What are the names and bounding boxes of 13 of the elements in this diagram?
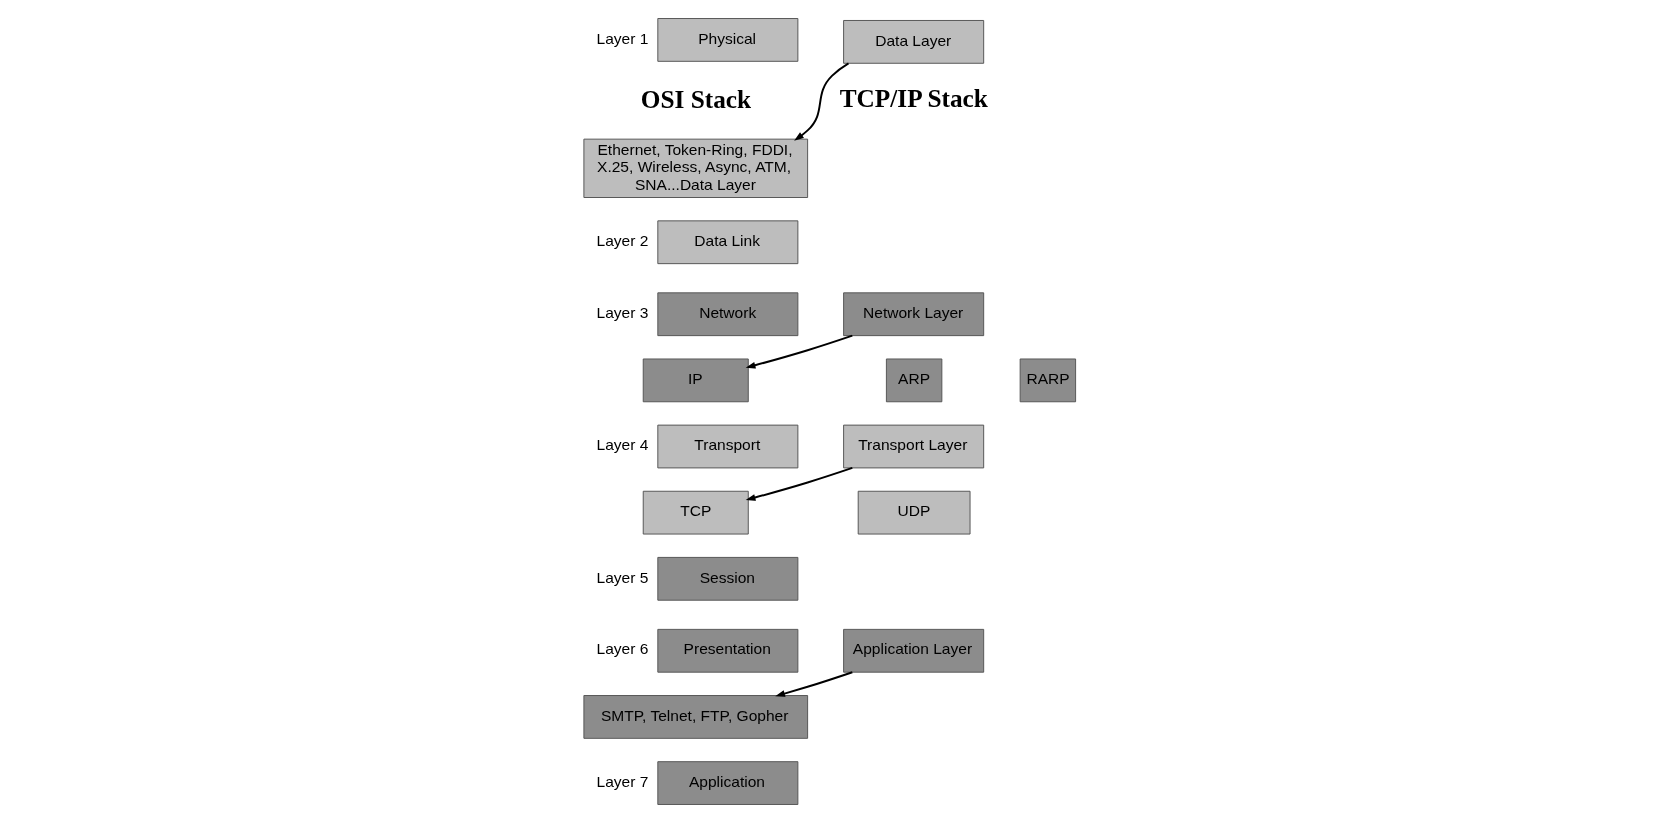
node-label: Layer 3 (596, 303, 648, 321)
arrow (774, 671, 853, 697)
label: OSI Stack (640, 85, 751, 114)
arrow (745, 466, 853, 501)
node-label: Layer 1 (596, 29, 648, 47)
node-label: Layer 7 (596, 772, 648, 790)
node-label: Layer 2 (596, 231, 648, 249)
label: TCP/IP Stack (839, 84, 988, 113)
node-label: Layer 5 (596, 568, 648, 586)
node-label: Layer 4 (596, 436, 648, 454)
node-label: Layer 6 (596, 640, 648, 658)
arrow (745, 334, 853, 369)
arrow (793, 62, 849, 141)
